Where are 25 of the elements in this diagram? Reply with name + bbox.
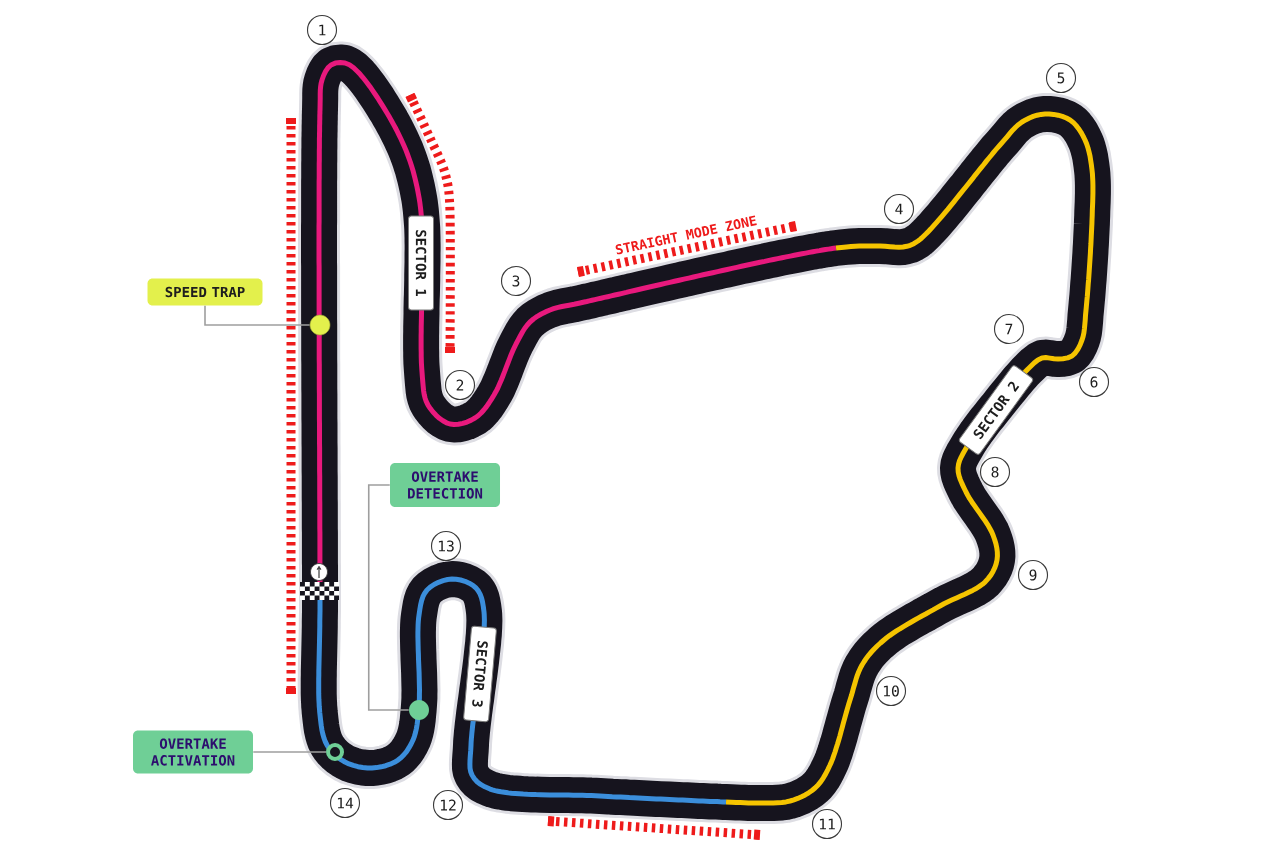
turn-number: 8 [979,456,1011,488]
turn-number: 5 [1045,62,1077,94]
turn-number: 9 [1017,559,1049,591]
turn-number: 4 [883,193,915,225]
leader-line [204,304,311,326]
marker-ring [326,743,344,761]
turn-number: 6 [1078,366,1110,398]
turn-number: 12 [432,789,464,821]
leader-line [367,484,410,711]
turn-number: 10 [875,675,907,707]
leader-line [252,751,327,753]
turn-number: 7 [993,313,1025,345]
turn-number: 14 [329,787,361,819]
label-tag: SPEED TRAP [147,278,263,306]
turn-number: 11 [811,808,843,840]
turn-number: 13 [430,530,462,562]
turn-number: 2 [444,369,476,401]
turn-number: 3 [500,265,532,297]
sector-label: SECTOR 1 [408,215,434,311]
marker-dot [309,314,331,336]
label-tag: OVERTAKE DETECTION [390,463,500,507]
sector-label: SECTOR 3 [463,625,497,723]
marker-dot [409,700,429,720]
label-tag: OVERTAKE ACTIVATION [133,730,253,774]
turn-number: 1 [306,14,338,46]
